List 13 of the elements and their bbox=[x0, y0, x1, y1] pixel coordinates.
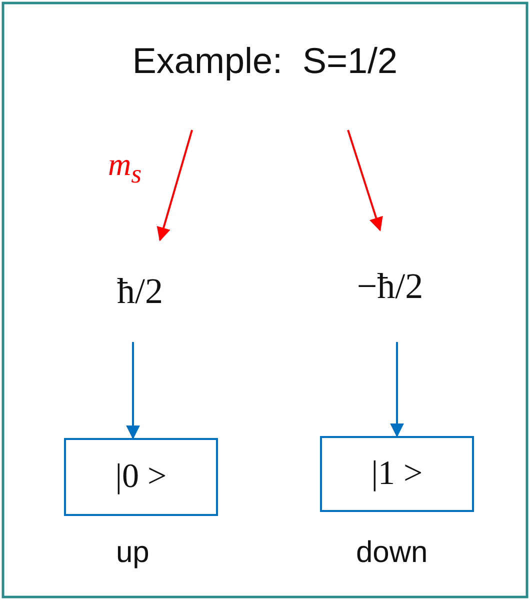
caption-text: down bbox=[356, 536, 428, 570]
title-text: Example: S=1/2 bbox=[132, 40, 398, 82]
state-box bbox=[64, 438, 218, 516]
arrow bbox=[390, 342, 404, 438]
value-label: −ħ/2 bbox=[356, 265, 424, 307]
caption-text: up bbox=[116, 536, 150, 570]
state-box bbox=[320, 436, 474, 512]
state-label: |1 > bbox=[371, 455, 423, 493]
arrow bbox=[347, 130, 383, 232]
arrow bbox=[156, 130, 193, 242]
value-label: ħ/2 bbox=[116, 270, 163, 312]
arrow bbox=[126, 342, 140, 440]
state-label: |0 > bbox=[115, 458, 167, 496]
